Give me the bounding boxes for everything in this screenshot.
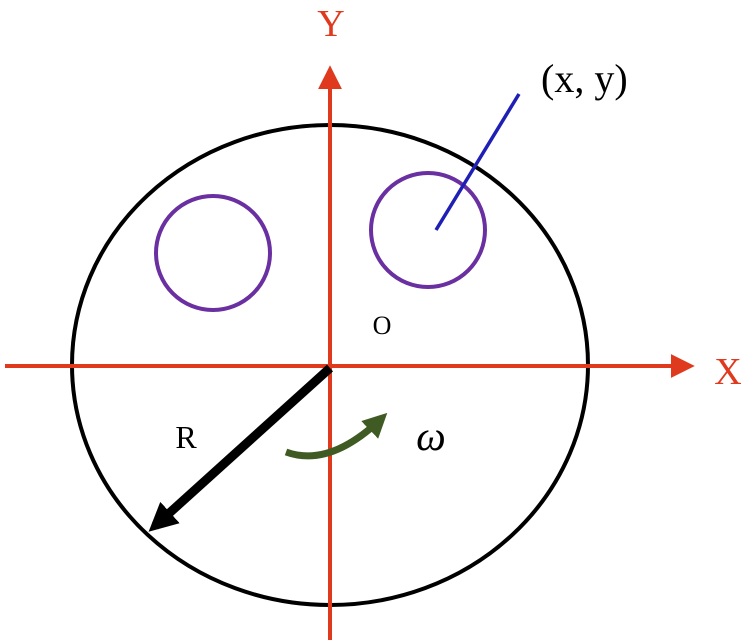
- radius-label: R: [175, 419, 197, 455]
- point-pointer-line: [434, 93, 521, 231]
- origin-label: O: [373, 311, 392, 340]
- x-axis-label: X: [714, 351, 741, 393]
- y-axis-label: Y: [317, 3, 344, 45]
- omega-label: ω: [416, 414, 446, 460]
- right-hole-circle: [369, 171, 487, 289]
- rotation-arrow: [284, 412, 388, 460]
- radius-arrow: [148, 364, 334, 532]
- point-label: (x, y): [541, 56, 628, 101]
- left-hole-circle: [154, 194, 272, 312]
